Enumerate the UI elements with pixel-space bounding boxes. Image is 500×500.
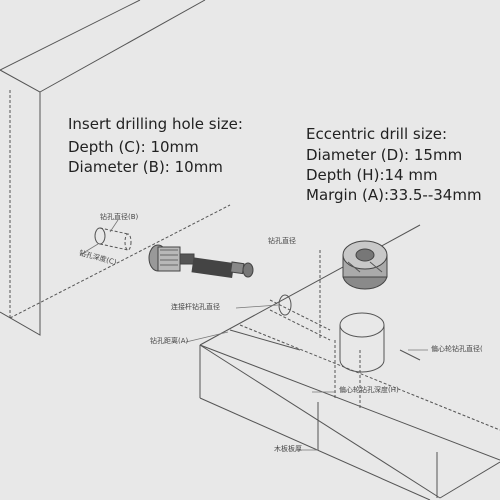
vertical-board-hidden-base	[9, 204, 231, 319]
vertical-board-top	[0, 0, 141, 71]
horizontal-board-bottom	[199, 397, 431, 500]
insert-hole-ellipse	[94, 227, 106, 245]
callout-board-thickness: 木板板厚	[274, 445, 302, 453]
insert-hole-end	[124, 233, 132, 251]
eccentric-spec-diameter: Diameter (D): 15mm	[306, 146, 463, 164]
cam-bore-hidden-lines	[239, 324, 500, 431]
dim-margin	[229, 329, 301, 351]
eccentric-spec-depth: Depth (H):14 mm	[306, 166, 438, 184]
leader-hole-c	[79, 243, 99, 256]
horizontal-board-top-face	[199, 344, 441, 499]
insert-spec-diameter: Diameter (B): 10mm	[68, 158, 223, 176]
cam-hole-bottom	[339, 359, 385, 373]
leader-hole-distance	[185, 331, 229, 343]
callout-hole-diameter-b: 钻孔直径(B)	[100, 213, 139, 221]
dim-cam-diameter	[399, 349, 421, 361]
rod-hole-ellipse	[278, 294, 292, 316]
eccentric-cam	[342, 240, 388, 290]
eccentric-spec-margin: Margin (A):33.5--34mm	[306, 186, 482, 204]
leader-hole-b	[109, 219, 119, 233]
callout-rod-hole-diameter: 连接杆钻孔直径	[171, 303, 220, 311]
leader-rod-hole	[235, 304, 279, 309]
insert-spec-block: Insert drilling hole size: Depth (C): 10…	[68, 117, 243, 175]
vertical-board-back	[39, 0, 206, 93]
eccentric-spec-title: Eccentric drill size:	[306, 125, 448, 143]
callout-hole-diameter: 钻孔直径	[268, 237, 296, 245]
cam-hole-top	[339, 312, 385, 338]
callout-cam-hole-depth: 偏心轮钻孔深度(H)	[339, 386, 399, 394]
vertical-board-outline	[0, 69, 41, 336]
insert-spec-depth: Depth (C): 10mm	[68, 138, 199, 156]
eccentric-spec-block: Eccentric drill size: Diameter (D): 15mm…	[306, 127, 482, 203]
connecting-bolt	[148, 244, 254, 278]
callout-cam-hole-diameter: 偏心轮钻孔直径(	[431, 345, 483, 353]
horizontal-board-right-edge	[439, 461, 500, 499]
cam-hole-walls	[339, 325, 385, 360]
callout-hole-distance-a: 钻孔距离(A)	[150, 337, 189, 345]
horizontal-board-back-edge	[199, 224, 421, 346]
horizontal-board-front-face	[199, 344, 500, 461]
insert-spec-title: Insert drilling hole size:	[68, 115, 243, 133]
